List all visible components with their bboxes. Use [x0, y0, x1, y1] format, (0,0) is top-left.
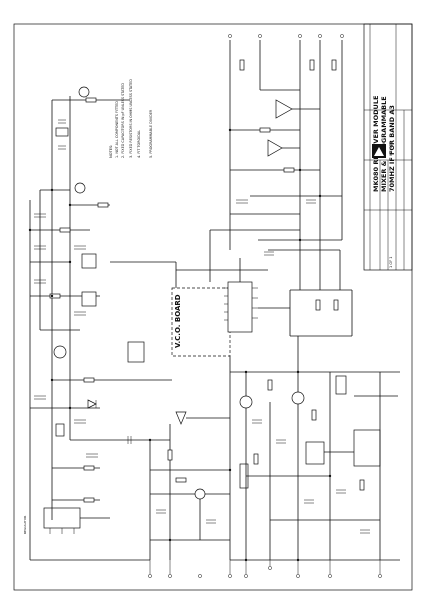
passive-components: [34, 59, 370, 570]
edge-pins: [148, 560, 382, 578]
vco-board: V.C.O. BOARD: [171, 287, 231, 357]
junctions: [28, 128, 332, 562]
vco-board-label: V.C.O. BOARD: [174, 294, 182, 348]
title-line-1: MK080 RECEIVER MODULE: [372, 96, 380, 192]
note-3: 3. FIXED RESISTORS IN OHMS UNLESS STATED: [129, 79, 133, 158]
transistor-q5: [291, 391, 305, 405]
filter-block: [335, 375, 347, 395]
opamp-lower: [267, 139, 283, 157]
company-logo: [372, 144, 386, 158]
transistor-q3: [53, 345, 67, 359]
note-4: 4. FIT TOROIDAL: [137, 130, 141, 158]
opamp-upper: [275, 99, 293, 119]
transistor-q1: [78, 86, 90, 98]
regulator-ic: REGULATOR: [23, 507, 81, 534]
ic-small-center: [127, 341, 145, 363]
note-5: 5. PROGRAMMABLE DIVIDER: [149, 109, 153, 158]
note-1: 1. NOT ALL COMPONENTS FITTED: [115, 101, 119, 158]
buffer-amp: [175, 411, 187, 425]
regulator-label: REGULATOR: [23, 516, 27, 534]
transistor-q4: [239, 395, 253, 409]
note-2: 2. FIXED CAPACITORS IN pF UNLESS STATED: [121, 83, 125, 158]
sheet-number: 1 OF 1: [389, 257, 393, 268]
company-name: WELLER: [389, 141, 393, 156]
if-ic: [353, 429, 381, 467]
transistor-q6: [194, 488, 206, 500]
notes-block: NOTES: 1. NOT ALL COMPONENTS FITTED 2. F…: [109, 79, 153, 158]
title-block: MK080 RECEIVER MODULE MIXER & PROGRAMMAB…: [363, 23, 413, 271]
top-pins: [228, 34, 344, 38]
notes-heading: NOTES:: [109, 145, 113, 158]
sheet-border: [13, 23, 413, 591]
mixer-ic: [305, 441, 325, 465]
transistor-q2: [74, 182, 86, 194]
wiring: [29, 40, 400, 561]
divider-ic: [224, 281, 258, 333]
title-line-3: 70MHZ IF FOR BAND A3: [388, 105, 396, 192]
